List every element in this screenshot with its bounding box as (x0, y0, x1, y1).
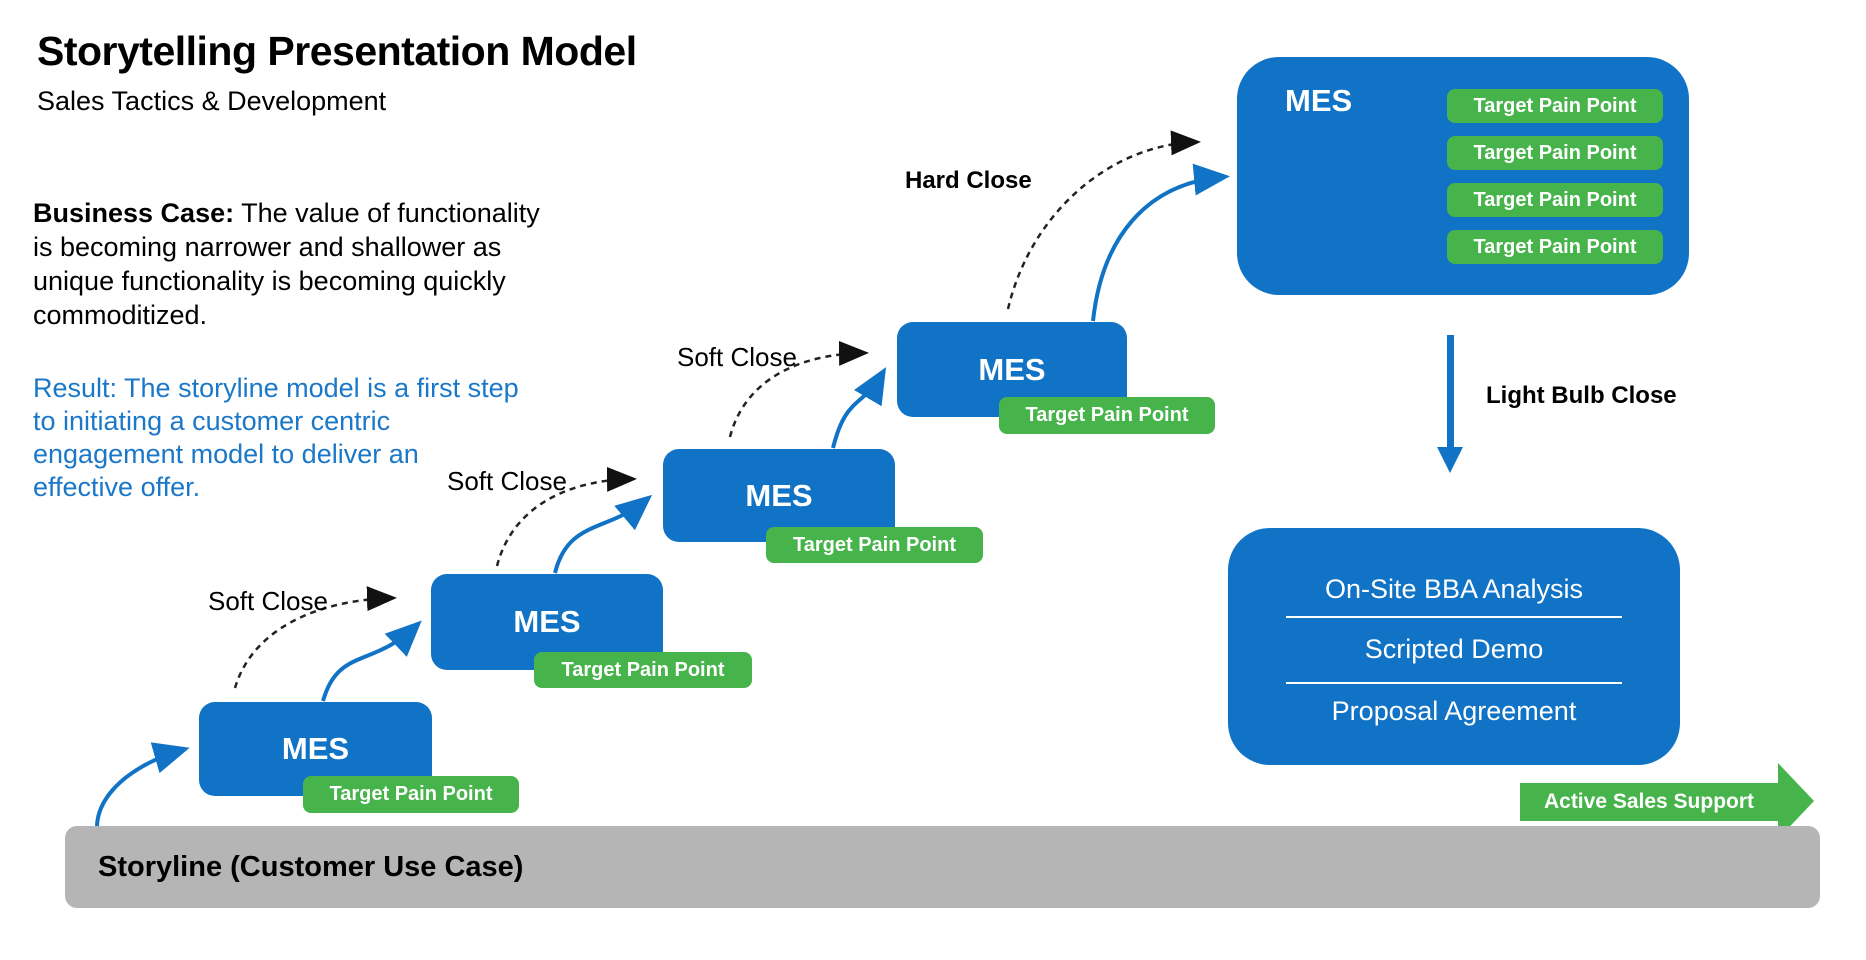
light-bulb-close-arrow-shaft (1447, 335, 1454, 449)
final-target-pain-point-badge-2: Target Pain Point (1447, 136, 1663, 170)
step1-to-step2-arrow (321, 620, 422, 702)
mes-step-box-3: MES (663, 449, 895, 542)
storyline-bar: Storyline (Customer Use Case) (65, 826, 1820, 908)
result-line: engagement model to deliver an (33, 439, 419, 469)
step3-to-step4-arrow (831, 367, 887, 449)
closing-divider (1286, 616, 1622, 618)
step4-to-final-arrow (1091, 163, 1230, 322)
business-case-line: is becoming narrower and shallower as (33, 232, 502, 262)
final-mes-label: MES (1285, 83, 1353, 118)
hard-close-label: Hard Close (905, 167, 1032, 194)
hard-close-arc (1006, 130, 1201, 310)
mes-step-label: MES (978, 351, 1046, 387)
soft-close-label-2: Soft Close (447, 466, 567, 496)
mes-step-label: MES (513, 604, 581, 639)
closing-item-on-site-bba-analysis: On-Site BBA Analysis (1324, 574, 1584, 604)
final-target-pain-point-badge-4: Target Pain Point (1447, 230, 1663, 264)
soft-close-label-1: Soft Close (208, 586, 328, 616)
soft-close-label-3: Soft Close (677, 342, 797, 372)
final-target-pain-point-badge-3: Target Pain Point (1447, 183, 1663, 217)
closing-divider (1286, 682, 1622, 684)
target-pain-point-badge-3: Target Pain Point (766, 527, 983, 563)
closing-item-scripted-demo: Scripted Demo (1364, 634, 1544, 664)
page-title: Storytelling Presentation Model (37, 28, 637, 74)
target-pain-point-badge-1: Target Pain Point (303, 776, 519, 813)
business-case-line: commoditized. (33, 300, 208, 330)
light-bulb-close-label: Light Bulb Close (1486, 382, 1677, 409)
mes-step-label: MES (281, 731, 350, 766)
closing-item-proposal-agreement: Proposal Agreement (1331, 696, 1577, 726)
final-mes-box: MES Target Pain Point Target Pain Point … (1237, 57, 1689, 295)
result-text: Result: The storyline model is a first s… (33, 372, 519, 504)
business-case-text: Business Case: The value of functionalit… (33, 196, 540, 332)
result-line: effective offer. (33, 472, 201, 502)
storyline-bar-label: Storyline (Customer Use Case) (98, 850, 524, 883)
result-line: to initiating a customer centric (33, 406, 391, 436)
result-line: Result: The storyline model is a first s… (33, 373, 519, 403)
step2-to-step3-arrow (553, 494, 653, 574)
business-case-label: Business Case: (33, 198, 235, 228)
page-subtitle: Sales Tactics & Development (37, 86, 387, 116)
closing-activities-box: On-Site BBA Analysis Scripted Demo Propo… (1228, 528, 1680, 765)
business-case-line: Business Case: The value of functionalit… (33, 198, 540, 228)
final-target-pain-point-badge-1: Target Pain Point (1447, 89, 1663, 123)
mes-step-label: MES (745, 477, 813, 513)
target-pain-point-badge-2: Target Pain Point (534, 652, 752, 688)
business-case-line: unique functionality is becoming quickly (33, 266, 506, 296)
active-sales-support-arrow-body: Active Sales Support (1520, 783, 1778, 821)
target-pain-point-badge-4: Target Pain Point (999, 397, 1215, 434)
light-bulb-close-arrow-head (1437, 447, 1463, 473)
